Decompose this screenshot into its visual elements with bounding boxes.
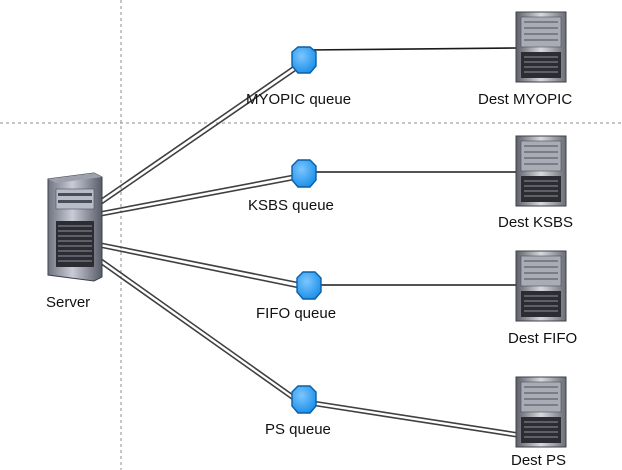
rack-server-icon (515, 135, 567, 207)
link-myopic-dest (304, 47, 519, 51)
queue-label-myopic: MYOPIC queue (246, 91, 351, 108)
queue-node-ksbs[interactable] (291, 159, 317, 188)
queue-to-dest-links (304, 47, 519, 438)
queue-node-icon (291, 385, 317, 414)
queue-node-icon (296, 271, 322, 300)
queue-node-ps[interactable] (291, 385, 317, 414)
rack-server-icon (515, 250, 567, 322)
rack-server-icon (515, 376, 567, 448)
queue-label-ksbs: KSBS queue (248, 197, 334, 214)
link-server-ksbs (99, 173, 301, 213)
dest-label-fifo: Dest FIFO (508, 330, 577, 347)
queue-label-ps: PS queue (265, 421, 331, 438)
server-to-queue-links (99, 61, 306, 405)
dest-label-myopic: Dest MYOPIC (478, 91, 572, 108)
queue-node-myopic[interactable] (291, 46, 317, 74)
link-ps-dest (304, 399, 519, 434)
server-tower-icon[interactable] (47, 172, 103, 282)
queue-node-icon (291, 46, 317, 74)
dest-ksbs-server[interactable] (515, 135, 567, 207)
link-server-myopic (99, 61, 301, 201)
server-label: Server (46, 294, 90, 311)
queue-node-fifo[interactable] (296, 271, 322, 300)
dest-label-ksbs: Dest KSBS (498, 214, 573, 231)
link-server-fifo (99, 242, 306, 285)
dest-label-ps: Dest PS (511, 452, 566, 469)
dest-myopic-server[interactable] (515, 11, 567, 83)
rack-server-icon (515, 11, 567, 83)
link-server-ps (99, 257, 301, 401)
queue-label-fifo: FIFO queue (256, 305, 336, 322)
dest-ps-server[interactable] (515, 376, 567, 448)
dest-fifo-server[interactable] (515, 250, 567, 322)
queue-node-icon (291, 159, 317, 188)
